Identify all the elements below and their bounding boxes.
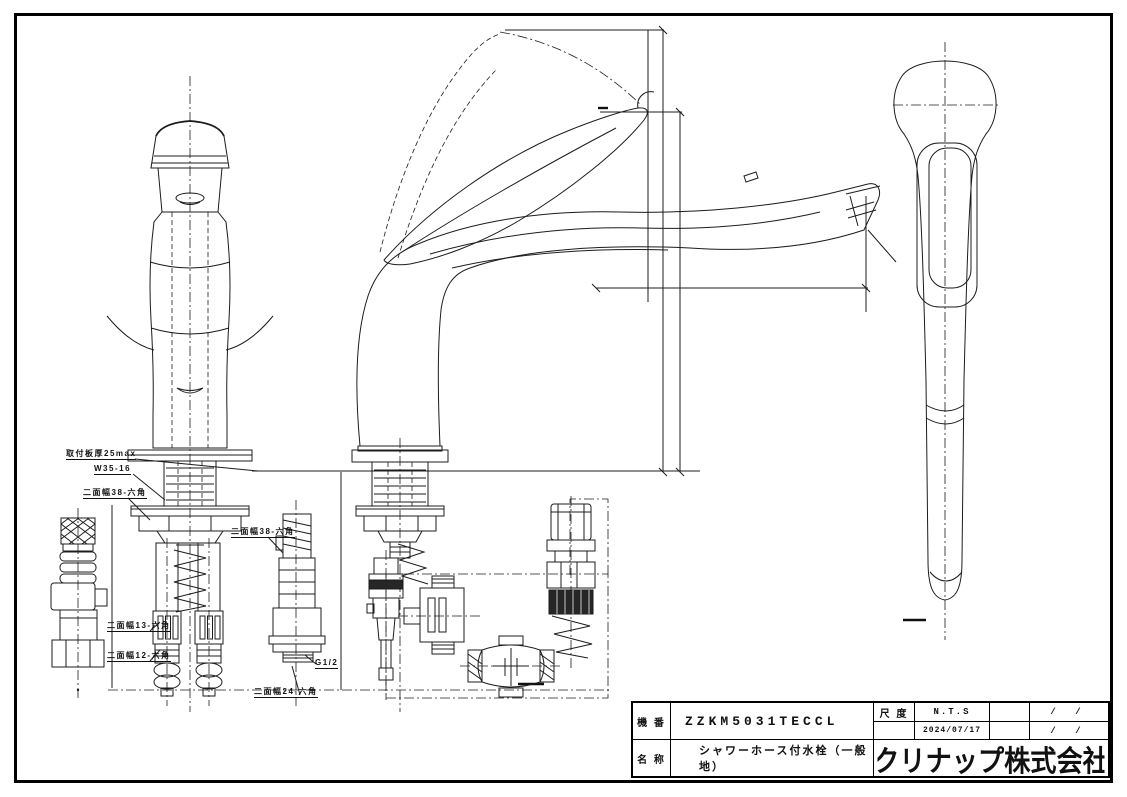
front-view [107, 76, 273, 712]
label-hex12: 二面幅12-六角 [107, 651, 171, 662]
blank-cell-b [874, 722, 915, 740]
label-hex38-mid: 二面幅38-六角 [231, 527, 295, 538]
label-g-half: G1/2 [315, 658, 339, 669]
supply-tube-left [153, 538, 181, 706]
supply-tube-right [195, 538, 223, 706]
drawing-frame [14, 13, 1113, 783]
label-thread-spec: W35-16 [94, 464, 132, 475]
label-hex24: 二面幅24-六角 [254, 687, 318, 698]
label-hex38-left: 二面幅38-六角 [83, 488, 147, 499]
revision-1: / / [1030, 703, 1108, 722]
machine-no-value: ZZKM5031TECCL [671, 703, 874, 740]
label-hex13: 二面幅13-六角 [107, 621, 171, 632]
quick-connect-assembly [367, 496, 608, 700]
scale-label: 尺 度 [874, 703, 915, 722]
spray-head-view [893, 42, 1000, 640]
tail-piece-detail [269, 500, 325, 706]
hose-end-fitting [51, 508, 107, 700]
blank-cell-c [990, 722, 1030, 740]
machine-no-label: 機 番 [633, 703, 671, 740]
name-label: 名 称 [633, 740, 671, 776]
scale-value: N.T.S [915, 703, 990, 722]
side-view [352, 32, 880, 712]
dimension-lines [505, 26, 896, 476]
name-value: シャワーホース付水栓（一般地） [671, 740, 874, 776]
revision-2: / / [1030, 722, 1108, 740]
title-block: 機 番 ZZKM5031TECCL 名 称 シャワーホース付水栓（一般地） 尺 … [631, 701, 1110, 778]
leader-lines [128, 459, 316, 695]
construction-lines [108, 471, 700, 690]
label-mount-thickness: 取付板厚25max [66, 449, 137, 460]
date-value: 2024/07/17 [915, 722, 990, 740]
blank-cell-a [990, 703, 1030, 722]
company-name: クリナップ株式会社 [877, 744, 1105, 777]
